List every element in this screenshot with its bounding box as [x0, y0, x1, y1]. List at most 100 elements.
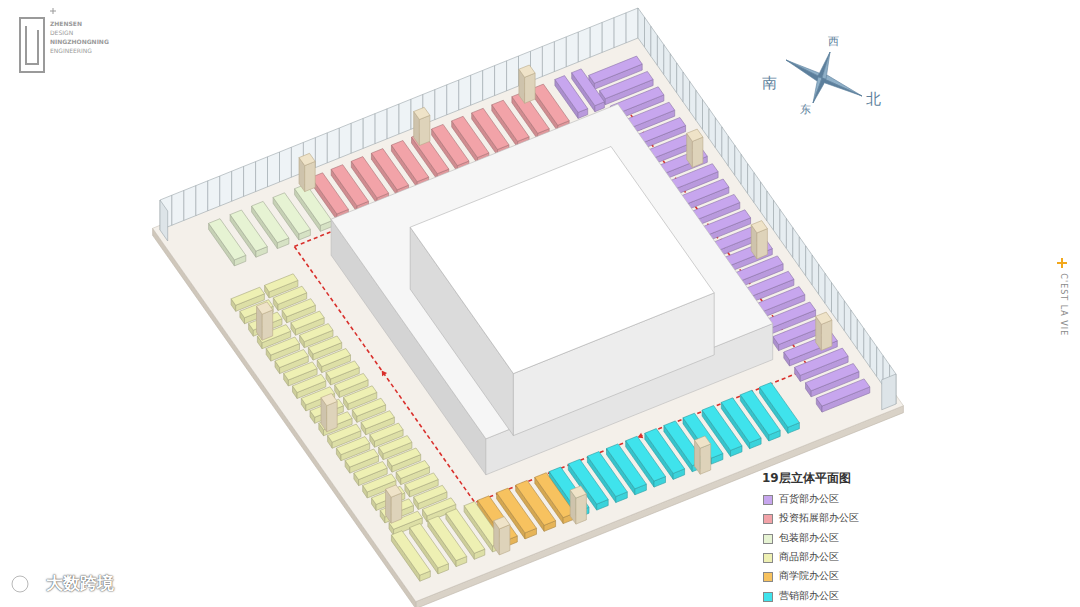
window-panel [507, 56, 519, 91]
window-panel [327, 128, 339, 163]
compass-label: 西 [828, 35, 839, 48]
window-panel [483, 66, 495, 101]
route-arrow [638, 433, 644, 439]
desk-row [816, 379, 870, 406]
compass-label: 北 [866, 90, 881, 108]
storage-cabinet [414, 107, 430, 119]
window-panel [651, 26, 658, 65]
window-panel [786, 219, 792, 258]
storage-cabinet [386, 485, 402, 497]
storage-cabinet [327, 401, 338, 431]
window-panel [495, 61, 507, 96]
window-panel [351, 118, 363, 153]
window-panel [447, 80, 459, 115]
legend-swatch [763, 553, 773, 563]
storage-cabinet [419, 115, 430, 145]
watermark: 大数跨境 [46, 573, 114, 593]
storage-cabinet [299, 153, 315, 165]
floor-slab [153, 32, 904, 601]
desk-row [352, 398, 385, 416]
storage-cabinet [321, 393, 337, 405]
window-panel [256, 157, 268, 192]
window-panel [160, 200, 168, 241]
legend-swatch [763, 534, 773, 544]
window-panel [838, 292, 844, 331]
logo-text: ENGINEERING [50, 47, 92, 54]
compass [786, 60, 822, 81]
window-panel [696, 90, 703, 129]
desk-row [370, 423, 403, 441]
desk-row [379, 436, 412, 454]
storage-cabinet [695, 436, 711, 448]
compass [822, 75, 862, 96]
window-panel [703, 100, 710, 139]
storage-cabinet [576, 494, 587, 524]
window-panel [864, 328, 870, 367]
window-panel [812, 255, 818, 294]
legend-text: 商学院办公区 [779, 570, 839, 582]
window-panel [184, 186, 196, 221]
legend-text: 包装部办公区 [779, 532, 839, 544]
storage-cabinet [262, 310, 273, 340]
window-panel [645, 17, 651, 56]
window-panel [363, 114, 375, 149]
window-panel [315, 133, 327, 168]
logo-mark [20, 18, 44, 72]
window-panel [554, 37, 566, 72]
window-panel [683, 72, 690, 111]
storage-cabinet [751, 221, 767, 233]
desk-row [326, 361, 359, 379]
window-panel [220, 171, 232, 206]
legend-swatch [763, 572, 773, 582]
desk-row [414, 485, 447, 503]
window-panel [638, 8, 645, 47]
window-panel [844, 301, 851, 340]
legend-swatch [763, 514, 773, 524]
window-panel [748, 164, 755, 203]
window-panel [578, 27, 590, 62]
storage-cabinet [519, 65, 535, 77]
desk-row [354, 462, 387, 480]
window-panel [375, 109, 387, 144]
desk-row [345, 449, 378, 467]
window-panel [709, 109, 715, 148]
desk-row [335, 373, 368, 391]
desk-row [317, 349, 350, 367]
compass [822, 52, 830, 79]
window-panel [280, 147, 292, 182]
window-panel [387, 104, 399, 139]
window-panel [566, 32, 578, 67]
desk-row [266, 337, 299, 355]
desk-row [284, 362, 317, 380]
window-panel [882, 374, 896, 410]
window-panel [870, 337, 877, 376]
window-panel [435, 85, 447, 120]
window-panel [825, 273, 831, 312]
window-panel [754, 173, 761, 212]
storage-cabinet [570, 486, 586, 498]
window-panel [774, 200, 780, 239]
window-panel [799, 237, 805, 276]
window-panel [670, 54, 676, 93]
storage-cabinet [494, 517, 510, 529]
storage-cabinet [692, 137, 703, 167]
route-arrow [382, 371, 387, 377]
window-panel [690, 81, 696, 120]
logo-text: DESIGN [50, 29, 73, 36]
desk-row [231, 287, 264, 305]
logo-text: NINGZHONGNING [50, 38, 109, 45]
desk-row [275, 350, 308, 368]
legend-text: 商品部办公区 [779, 551, 839, 563]
desk-row [396, 461, 429, 479]
compass [822, 78, 862, 96]
desk-row [405, 473, 438, 491]
desk-row [209, 219, 246, 260]
window-panel [459, 75, 471, 110]
desk-row [273, 286, 306, 304]
desk-row [387, 448, 420, 466]
storage-cabinet [700, 444, 711, 474]
side-note: C'EST LA VIE [1058, 265, 1068, 345]
watermark-logo [14, 578, 26, 590]
desk-row [282, 299, 315, 317]
